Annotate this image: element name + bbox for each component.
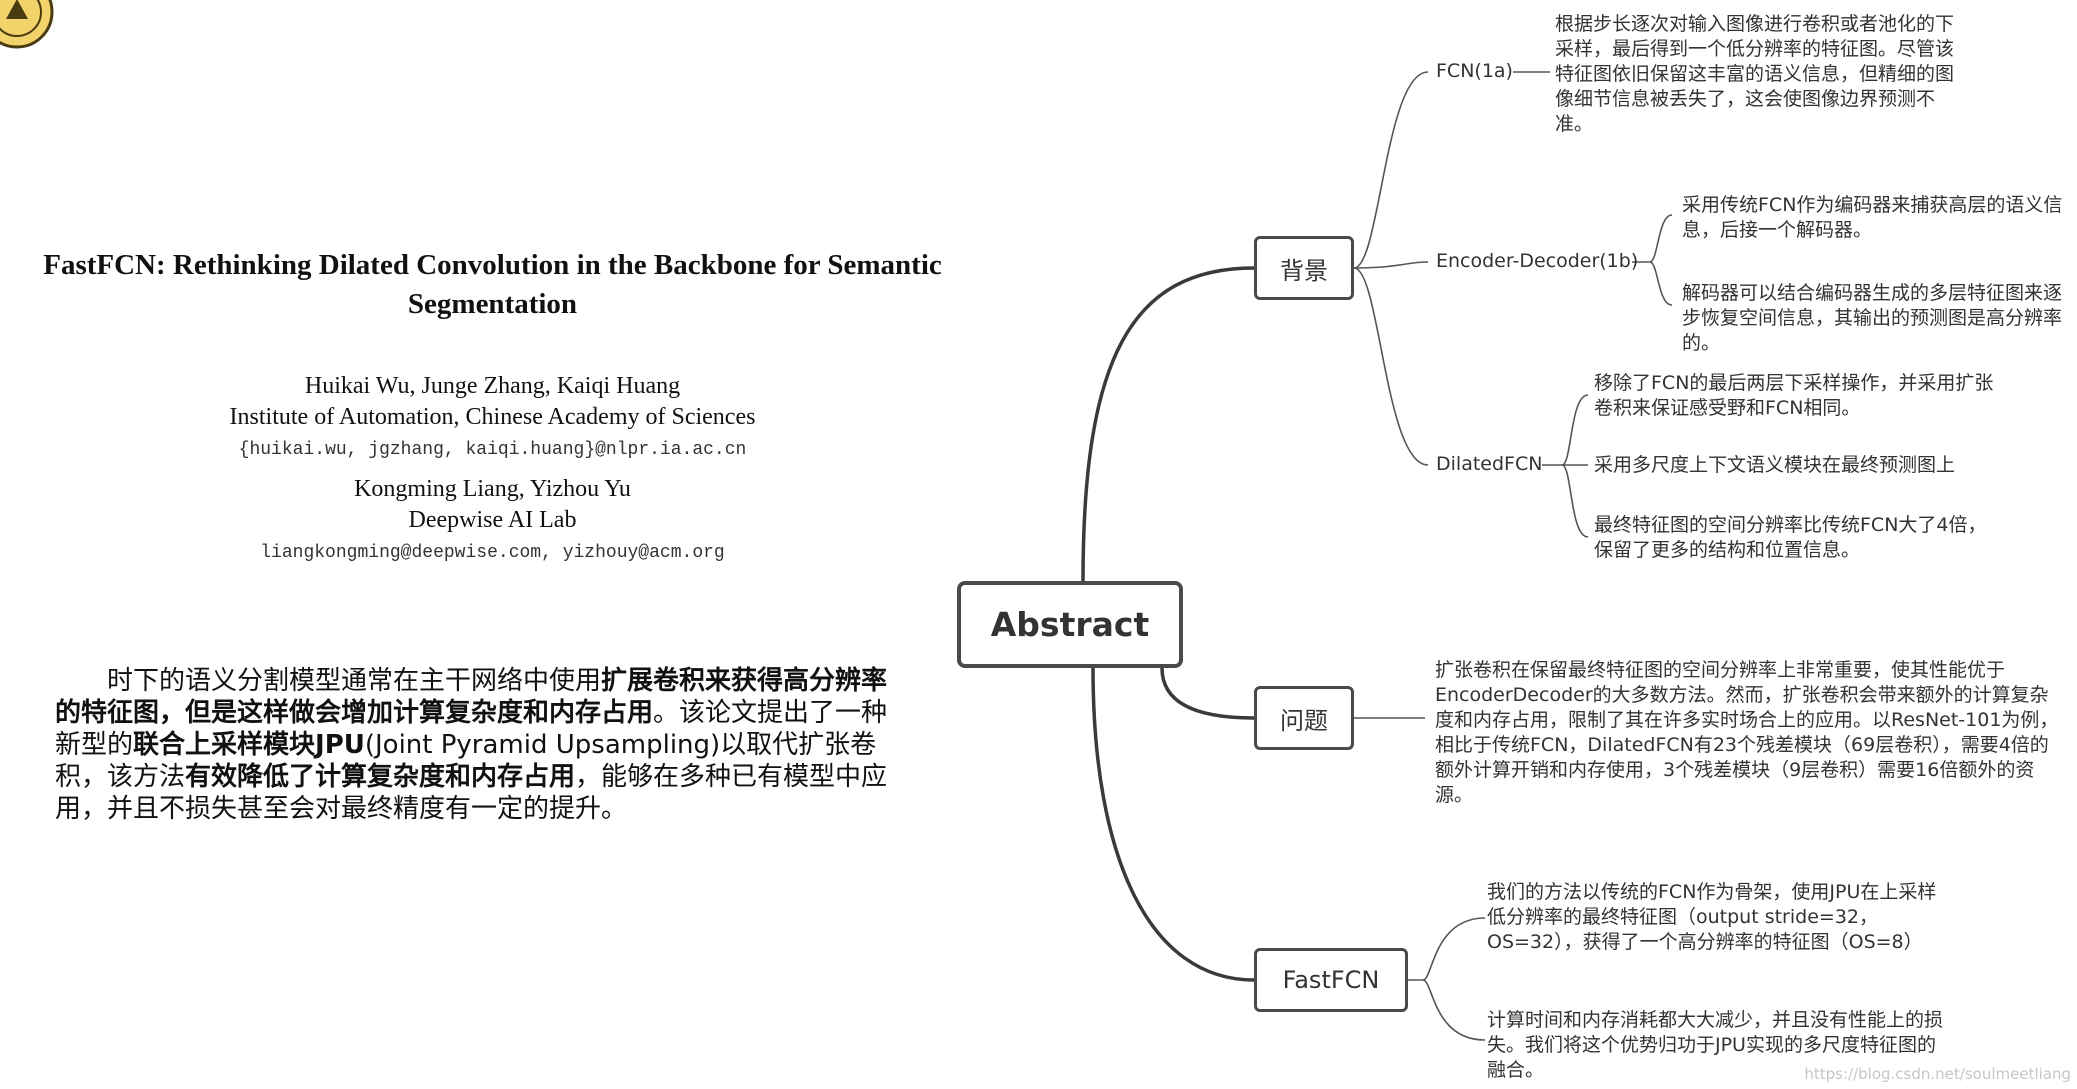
institution-seal-logo <box>0 0 54 49</box>
leaf-decoder-description: 解码器可以结合编码器生成的多层特征图来逐步恢复空间信息，其输出的预测图是高分辨率… <box>1682 282 2063 354</box>
leaf-fcn-description: 根据步长逐次对输入图像进行卷积或者池化的下采样，最后得到一个低分辨率的特征图。尽… <box>1555 13 1955 135</box>
paper-title: FastFCN: Rethinking Dilated Convolution … <box>43 249 942 320</box>
leaf-dilated-multiscale: 采用多尺度上下文语义模块在最终预测图上 <box>1594 454 1956 476</box>
node-dilatedfcn[interactable]: DilatedFCN <box>1436 453 1543 475</box>
summary-paragraph: 时下的语义分割模型通常在主干网络中使用扩展卷积来获得高分辨率的特征图，但是这样做… <box>55 666 888 824</box>
root-node-abstract[interactable]: Abstract <box>957 581 1183 668</box>
leaf-fastfcn-benefit: 计算时间和内存消耗都大大减少，并且没有性能上的损失。我们将这个优势归功于JPU实… <box>1487 1009 1944 1081</box>
author-line-1: Huikai Wu, Junge Zhang, Kaiqi Huang <box>304 373 681 399</box>
email-line-1: {huikai.wu, jgzhang, kaiqi.huang}@nlpr.i… <box>238 440 747 460</box>
leaf-dilated-resolution: 最终特征图的空间分辨率比传统FCN大了4倍，保留了更多的结构和位置信息。 <box>1594 514 1987 561</box>
leaf-problem-description: 扩张卷积在保留最终特征图的空间分辨率上非常重要，使其性能优于EncoderDec… <box>1435 659 2059 806</box>
node-problem[interactable]: 问题 <box>1254 686 1354 750</box>
node-fcn-1a[interactable]: FCN(1a) <box>1436 60 1513 82</box>
watermark-url: https://blog.csdn.net/soulmeetliang <box>1804 1065 2071 1083</box>
email-line-2: liangkongming@deepwise.com, yizhouy@acm.… <box>260 543 725 563</box>
leaf-dilated-removal: 移除了FCN的最后两层下采样操作，并采用扩张卷积来保证感受野和FCN相同。 <box>1594 372 1994 419</box>
affiliation-2: Deepwise AI Lab <box>408 507 577 533</box>
node-background[interactable]: 背景 <box>1254 236 1354 300</box>
node-fastfcn[interactable]: FastFCN <box>1254 948 1408 1012</box>
affiliation-1: Institute of Automation, Chinese Academy… <box>229 404 756 430</box>
leaf-encoder-description: 采用传统FCN作为编码器来捕获高层的语义信息，后接一个解码器。 <box>1682 194 2063 241</box>
leaf-fastfcn-method: 我们的方法以传统的FCN作为骨架，使用JPU在上采样低分辨率的最终特征图（out… <box>1487 881 1937 953</box>
node-encoder-decoder-1b[interactable]: Encoder-Decoder(1b) <box>1436 250 1639 272</box>
author-line-2: Kongming Liang, Yizhou Yu <box>354 476 631 502</box>
